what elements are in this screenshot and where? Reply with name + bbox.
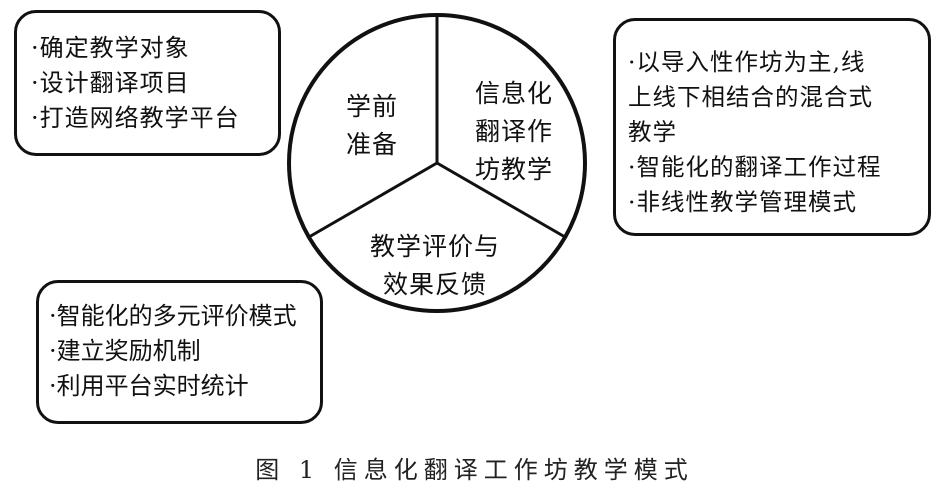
bullet-item: ·设计翻译项目 <box>31 69 190 97</box>
bullet-item: ·非线性教学管理模式 <box>628 188 857 216</box>
bullet-item: ·确定教学对象 <box>31 34 190 62</box>
bullet-item: ·智能化的翻译工作过程 <box>628 153 882 181</box>
bullet-item: ·以导入性作坊为主,线 <box>628 48 866 76</box>
sector-label-line: 翻译作 <box>474 117 553 146</box>
sector-label-evaluation-feedback: 教学评价与 效果反馈 <box>350 228 520 304</box>
bullet-item-continuation: 教学 <box>628 118 677 146</box>
sector-label-line: 准备 <box>345 130 398 159</box>
sector-label-informatized-translation-workshop: 信息化 翻译作 坊教学 <box>455 75 573 189</box>
bullet-item: ·打造网络教学平台 <box>31 104 240 132</box>
pre-class-preparation-box: ·确定教学对象 ·设计翻译项目 ·打造网络教学平台 <box>14 10 281 156</box>
bullet-item: ·建立奖励机制 <box>49 337 201 365</box>
bullet-item-continuation: 上线下相结合的混合式 <box>628 83 873 111</box>
sector-label-line: 效果反馈 <box>382 270 487 299</box>
bullet-item: ·智能化的多元评价模式 <box>49 302 297 330</box>
figure-caption: 图 1 信息化翻译工作坊教学模式 <box>255 456 694 484</box>
sector-label-pre-class-preparation: 学前 准备 <box>322 88 422 164</box>
sector-label-line: 学前 <box>345 92 398 121</box>
divider-lower-left <box>308 161 438 239</box>
sector-label-line: 坊教学 <box>474 155 553 184</box>
evaluation-feedback-box: ·智能化的多元评价模式 ·建立奖励机制 ·利用平台实时统计 <box>36 280 323 424</box>
divider-lower-right <box>436 161 566 239</box>
bullet-item: ·利用平台实时统计 <box>49 372 249 400</box>
sector-label-line: 信息化 <box>474 79 553 108</box>
sector-label-line: 教学评价与 <box>369 232 500 261</box>
workshop-teaching-box: ·以导入性作坊为主,线 上线下相结合的混合式 教学 ·智能化的翻译工作过程 ·非… <box>613 18 931 236</box>
